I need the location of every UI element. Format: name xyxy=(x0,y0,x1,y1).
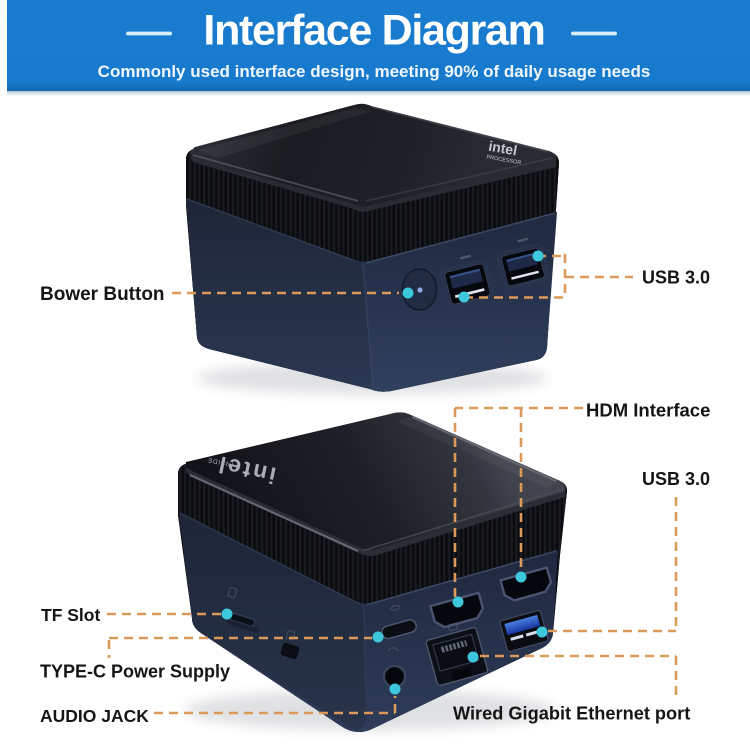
svg-text:intel: intel xyxy=(487,138,518,159)
svg-text:TYPE-C Power Supply: TYPE-C Power Supply xyxy=(40,662,230,682)
svg-text:Bower Button: Bower Button xyxy=(40,284,165,305)
svg-text:Interface Diagram: Interface Diagram xyxy=(203,6,544,54)
svg-text:Wired Gigabit Ethernet port: Wired Gigabit Ethernet port xyxy=(453,704,690,724)
svg-text:USB 3.0: USB 3.0 xyxy=(642,469,710,489)
svg-text:Commonly used interface design: Commonly used interface design, meeting … xyxy=(98,62,651,81)
svg-text:HDM Interface: HDM Interface xyxy=(586,400,710,421)
svg-text:AUDIO JACK: AUDIO JACK xyxy=(40,706,149,726)
svg-text:USB 3.0: USB 3.0 xyxy=(642,268,710,288)
svg-text:TF Slot: TF Slot xyxy=(41,605,100,625)
